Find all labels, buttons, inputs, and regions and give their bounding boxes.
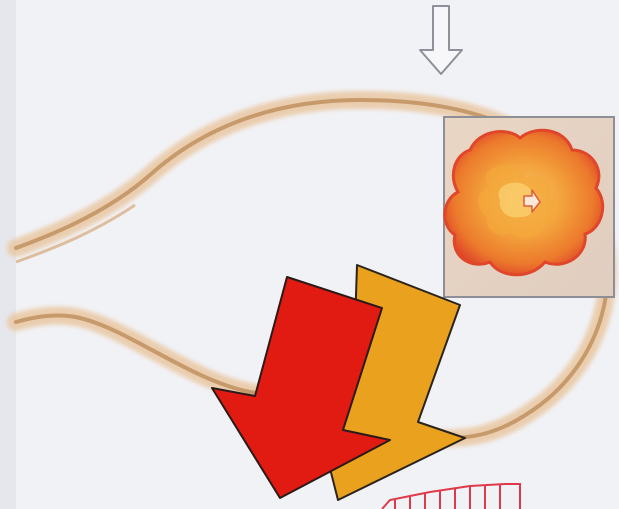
diagram-svg bbox=[0, 0, 619, 509]
diagram-canvas bbox=[0, 0, 619, 509]
